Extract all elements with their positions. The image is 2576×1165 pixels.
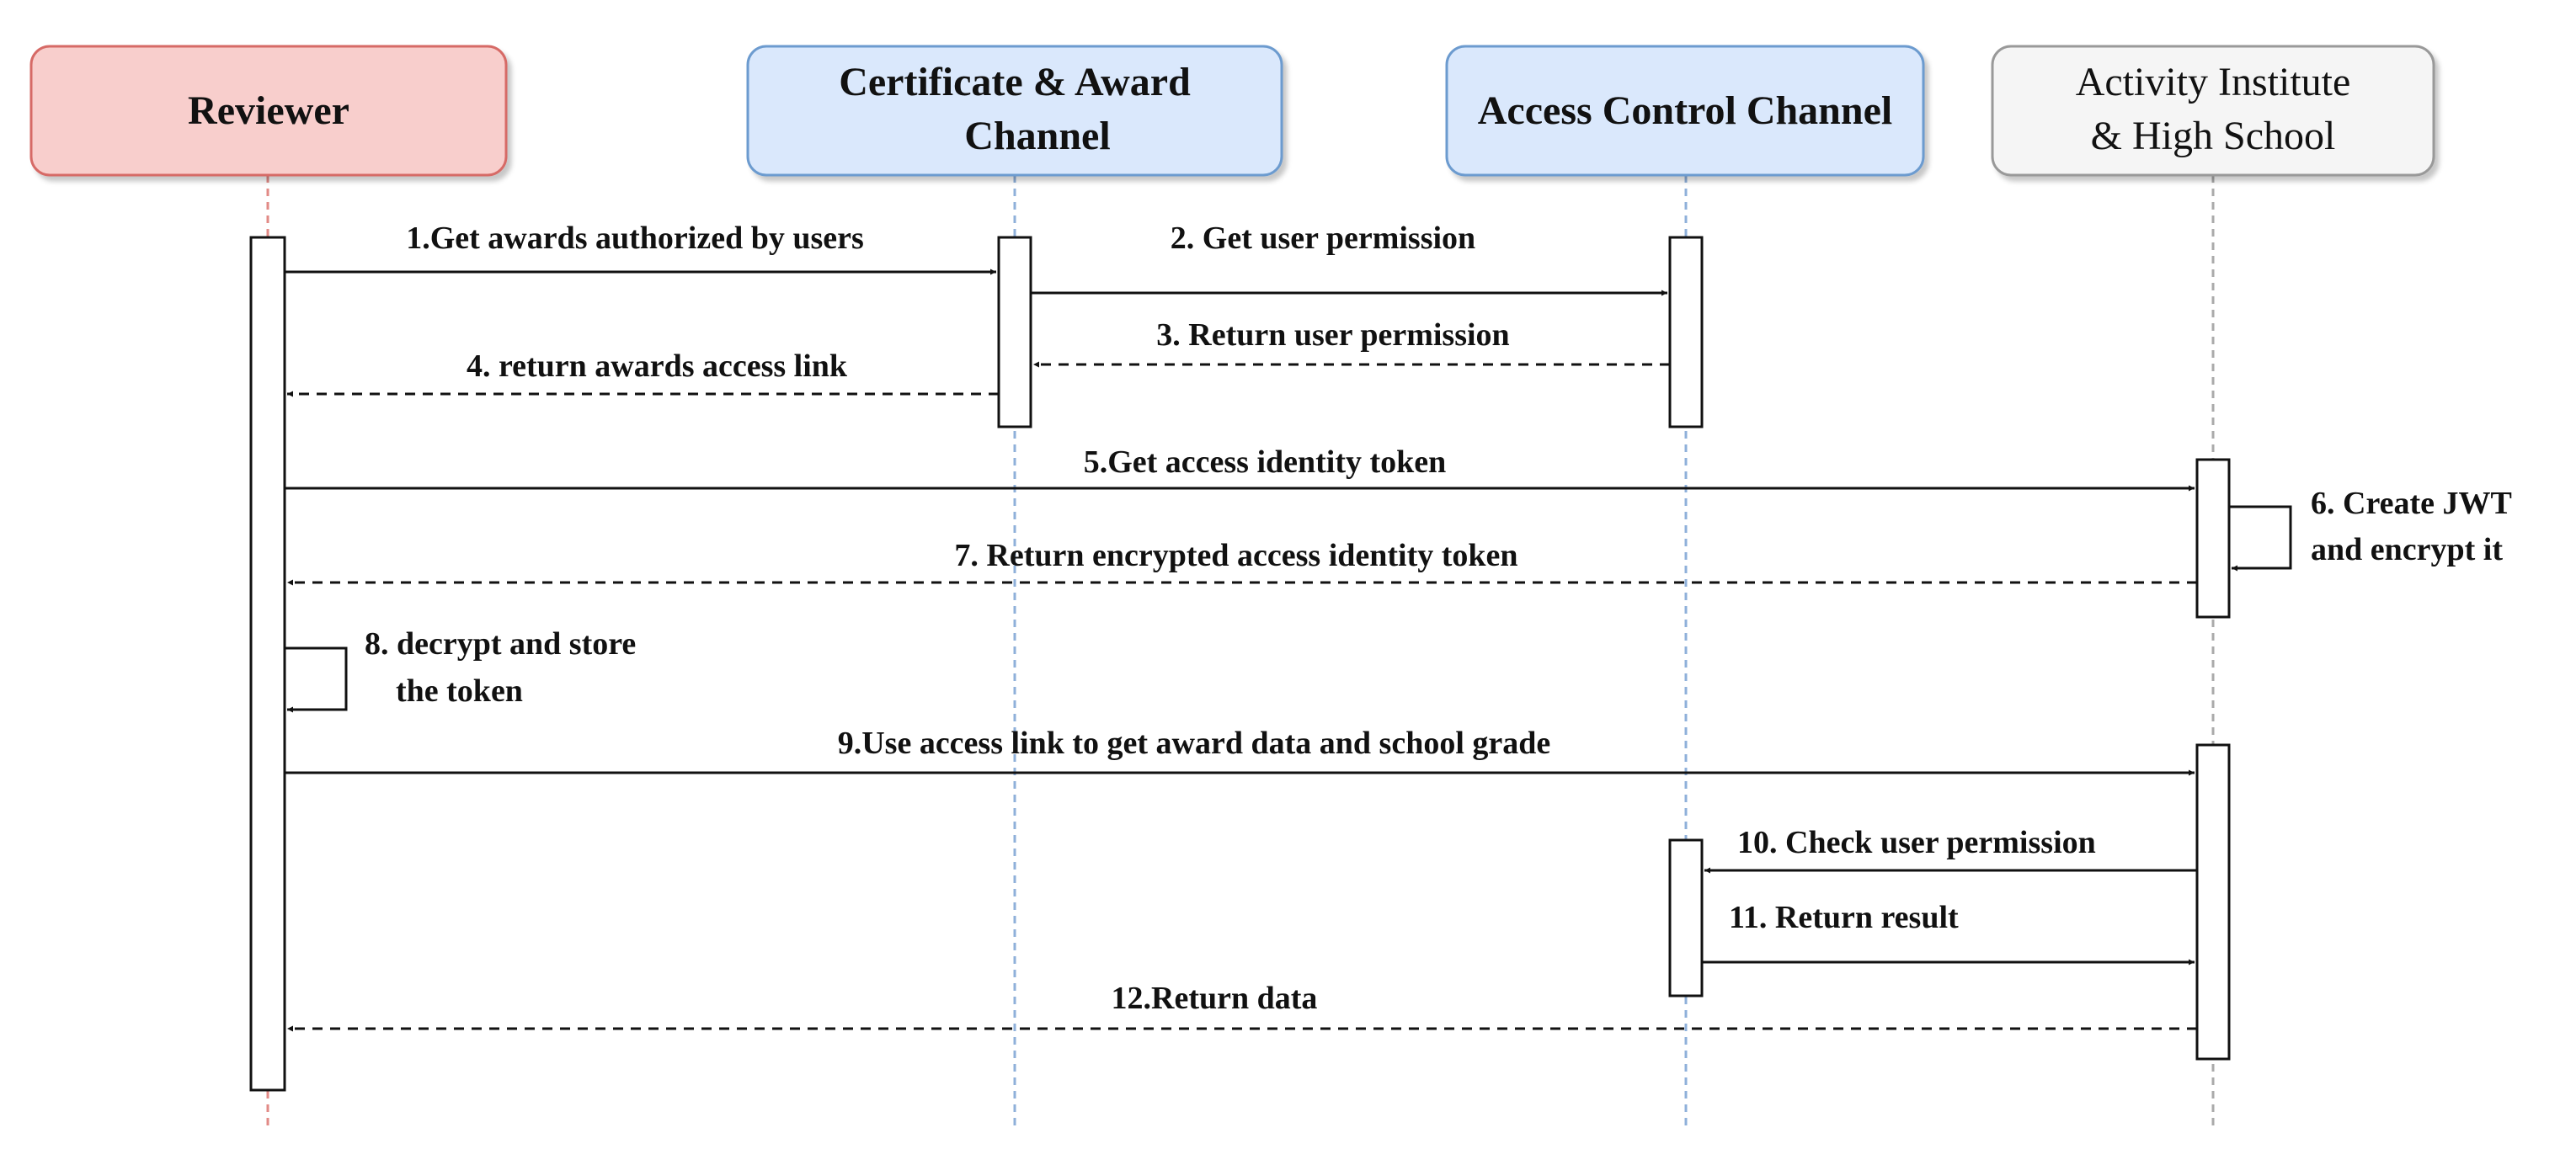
message-8-label-line1: 8. decrypt and store <box>365 626 636 662</box>
message-6-label-line1: 6. Create JWT <box>2311 486 2512 521</box>
message-5-label: 5.Get access identity token <box>1084 444 1447 480</box>
message-6-label-line2: and encrypt it <box>2311 532 2503 567</box>
message-12-label: 12.Return data <box>1112 981 1318 1016</box>
message-1-label: 1.Get awards authorized by users <box>406 221 864 256</box>
participant-access-control: Access Control Channel <box>1445 45 1925 177</box>
participant-label: Reviewer <box>188 88 349 133</box>
participant-box <box>1445 45 1925 177</box>
participant-label-line2: & High School <box>2091 114 2336 158</box>
message-4-label: 4. return awards access link <box>467 348 848 384</box>
message-7-label: 7. Return encrypted access identity toke… <box>954 538 1517 573</box>
message-10-label: 10. Check user permission <box>1737 825 2096 860</box>
participant-label-line1: Activity Institute <box>2076 60 2351 104</box>
message-6-self-arrow <box>2229 505 2292 572</box>
messages <box>285 269 2292 1032</box>
participant-reviewer: Reviewer <box>29 45 508 177</box>
message-2-label: 2. Get user permission <box>1171 221 1475 256</box>
cert-channel-activation <box>997 236 1032 428</box>
school-activation-2 <box>2195 743 2231 1061</box>
activation-bars <box>249 236 2231 1092</box>
access-control-activation-2 <box>1668 838 1704 997</box>
message-8-label-line2: the token <box>396 673 523 709</box>
message-3-label: 3. Return user permission <box>1156 317 1509 353</box>
message-8-self-arrow <box>285 646 348 713</box>
school-activation-1 <box>2195 458 2231 619</box>
message-labels: 1.Get awards authorized by users 2. Get … <box>365 221 2512 1016</box>
message-9-label: 9.Use access link to get award data and … <box>838 726 1551 761</box>
participant-label-line1: Certificate & Award <box>839 60 1191 104</box>
access-control-activation-1 <box>1668 236 1704 428</box>
participant-box <box>29 45 508 177</box>
participant-label: Access Control Channel <box>1478 88 1892 133</box>
participant-box <box>746 45 1283 177</box>
message-11-label: 11. Return result <box>1729 900 1959 935</box>
reviewer-activation <box>249 236 286 1092</box>
participant-school: Activity Institute & High School <box>1991 45 2435 177</box>
participant-label-line2: Channel <box>964 114 1110 158</box>
participant-cert-channel: Certificate & Award Channel <box>746 45 1283 177</box>
participant-box <box>1991 45 2435 177</box>
